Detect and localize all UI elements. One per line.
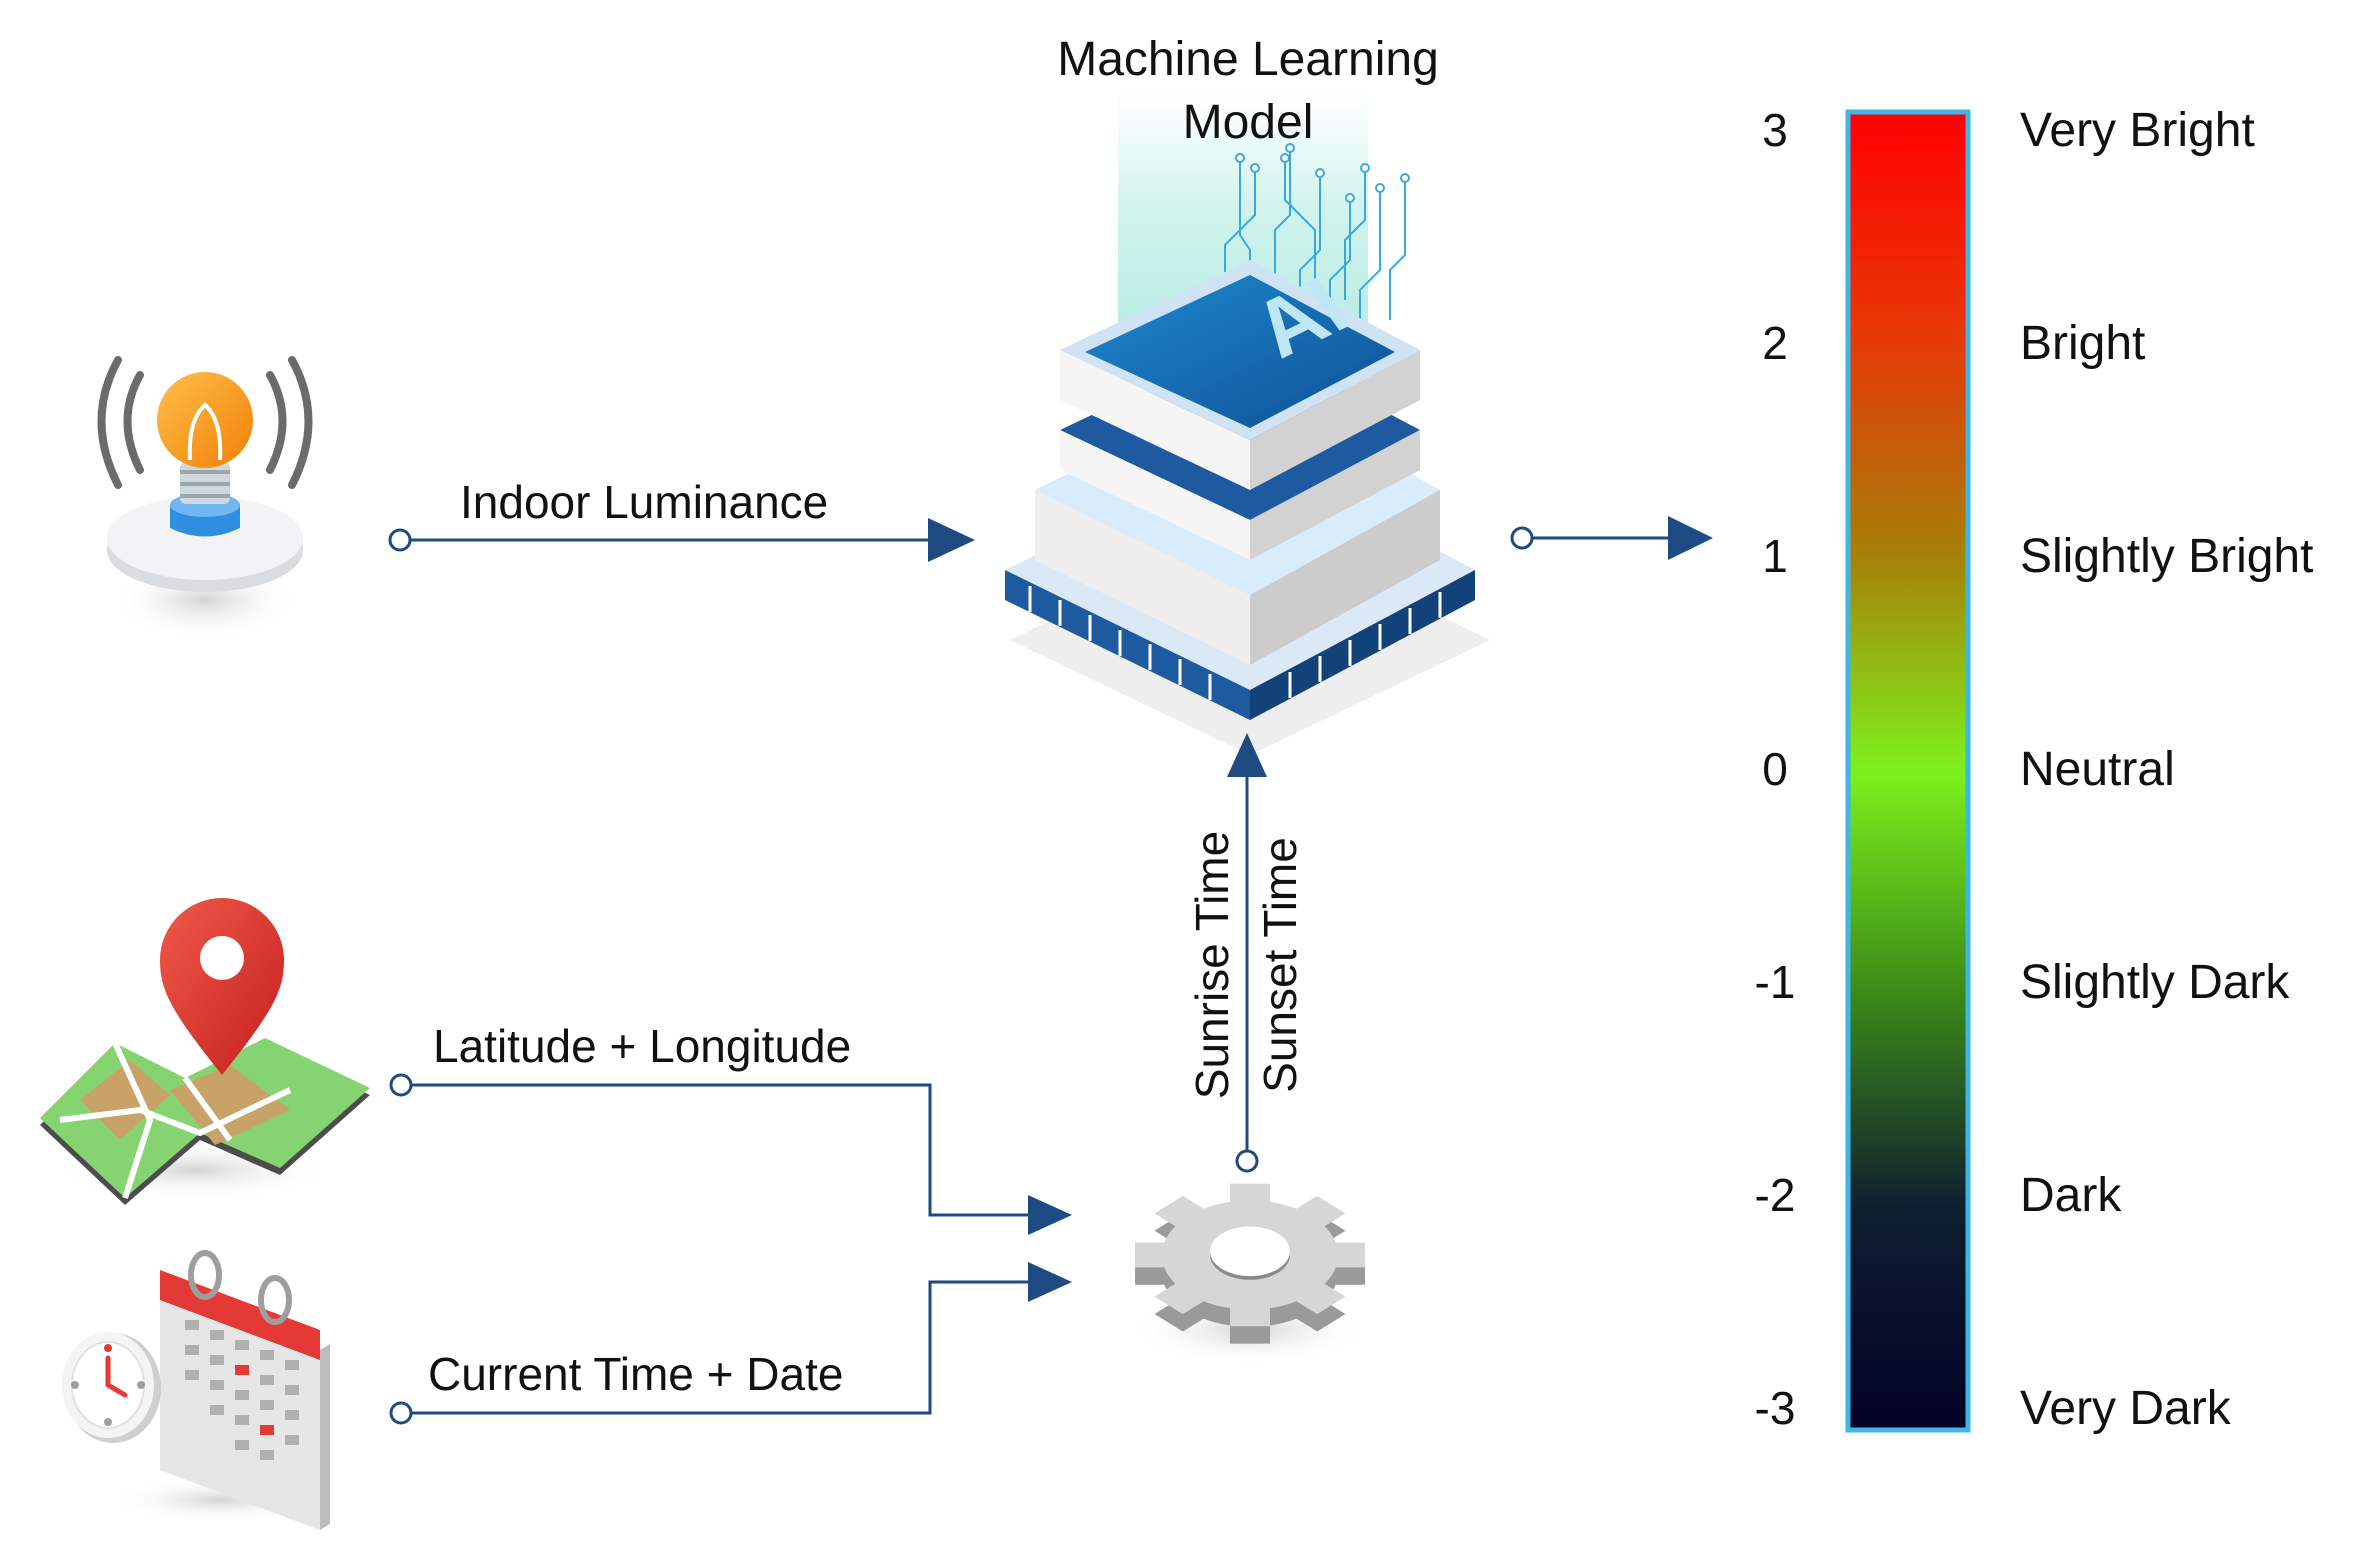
- scale-label: Very Bright: [2020, 104, 2255, 157]
- scale-value: -1: [1755, 956, 1796, 1008]
- scale-value: 0: [1762, 743, 1788, 795]
- time-date-label: Current Time + Date: [428, 1348, 843, 1400]
- sunrise-time-label: Sunrise Time: [1186, 831, 1238, 1099]
- connector-model-output: [1510, 516, 1713, 560]
- light-bulb-icon: [97, 356, 313, 640]
- connector-lat-long: [389, 1073, 1072, 1235]
- sunset-time-label: Sunset Time: [1254, 837, 1306, 1093]
- model-title-line1: Machine Learning: [1057, 33, 1439, 86]
- scale-label: Dark: [2020, 1169, 2122, 1222]
- scale-label: Very Dark: [2020, 1382, 2232, 1435]
- scale-values: 3 2 1 0 -1 -2 -3: [1755, 104, 1796, 1434]
- calendar-clock-icon: [62, 1250, 330, 1530]
- scale-label: Slightly Bright: [2020, 530, 2313, 583]
- indoor-luminance-label: Indoor Luminance: [460, 476, 828, 528]
- scale-label: Neutral: [2020, 743, 2175, 796]
- scale-value: 3: [1762, 104, 1788, 156]
- scale-color-bar: [1845, 109, 1971, 1433]
- connector-time-date: [389, 1262, 1072, 1425]
- scale-label: Bright: [2020, 317, 2145, 370]
- scale-value: 2: [1762, 317, 1788, 369]
- ai-chip-icon: AI: [1005, 90, 1490, 755]
- scale-value: -3: [1755, 1382, 1796, 1434]
- scale-value: 1: [1762, 530, 1788, 582]
- scale-labels: Very Bright Bright Slightly Bright Neutr…: [2020, 104, 2313, 1435]
- map-icon: [40, 898, 370, 1205]
- gear-icon: [1130, 1183, 1370, 1365]
- connector-sun-times: [1227, 733, 1267, 1173]
- scale-label: Slightly Dark: [2020, 956, 2290, 1009]
- brightness-scale: [1845, 109, 1971, 1433]
- connector-indoor-luminance: [388, 518, 975, 562]
- model-title-line2: Model: [1183, 96, 1314, 149]
- scale-value: -2: [1755, 1169, 1796, 1221]
- lat-long-label: Latitude + Longitude: [433, 1020, 851, 1072]
